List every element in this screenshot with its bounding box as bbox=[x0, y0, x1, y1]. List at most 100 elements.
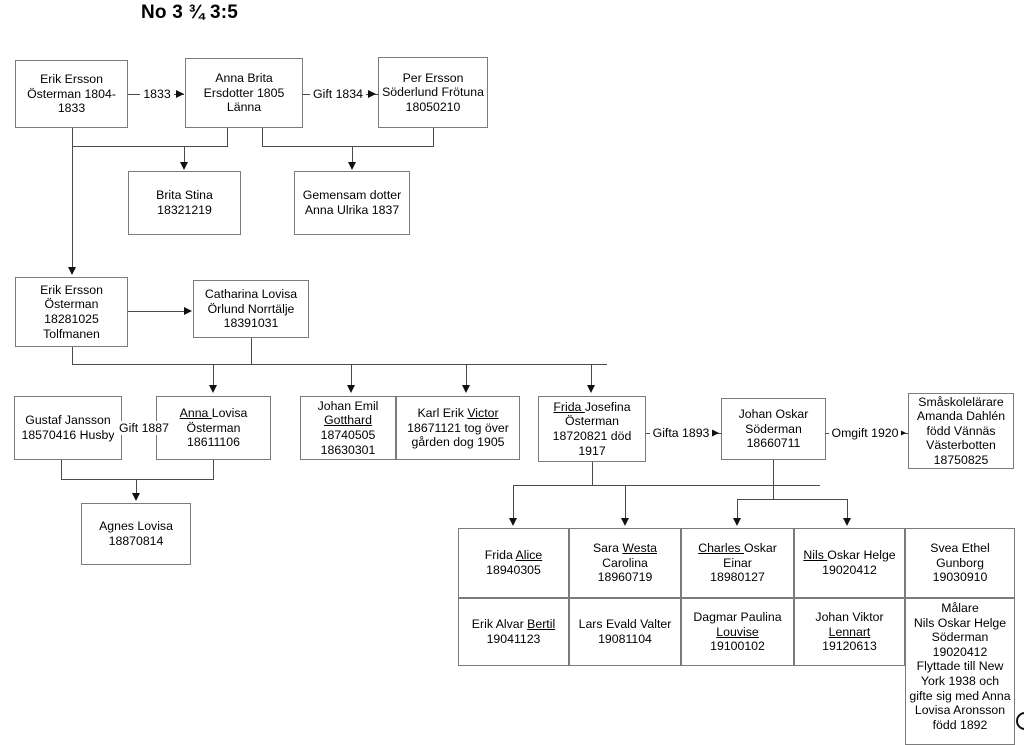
arrow-icon bbox=[368, 89, 376, 98]
chart-title: No 3 ¾ 3:5 bbox=[141, 2, 239, 23]
edge-label-gift-1887: Gift 1887 bbox=[114, 421, 174, 435]
connector-line bbox=[61, 479, 214, 480]
arrow-icon bbox=[208, 385, 217, 393]
connector-line bbox=[262, 146, 434, 147]
edge-circle-icon bbox=[1016, 712, 1024, 730]
edge-label-omgift-1920: Omgift 1920 bbox=[829, 426, 901, 440]
connector-line bbox=[213, 460, 214, 480]
connector-line bbox=[737, 499, 847, 500]
connector-line bbox=[72, 347, 73, 364]
arrow-icon bbox=[176, 89, 184, 98]
connector-line bbox=[625, 485, 626, 519]
connector-line bbox=[184, 146, 185, 163]
arrow-icon bbox=[586, 385, 595, 393]
connector-line bbox=[737, 499, 738, 519]
connector-line bbox=[592, 462, 593, 486]
arrow-icon bbox=[711, 428, 719, 437]
connector-line bbox=[136, 479, 137, 494]
connector-line bbox=[466, 364, 467, 386]
connector-line bbox=[847, 499, 848, 519]
connector-line bbox=[227, 128, 228, 147]
connector-line bbox=[513, 485, 514, 519]
arrow-icon bbox=[732, 518, 741, 526]
connector-line bbox=[213, 364, 214, 386]
connector-line bbox=[773, 460, 774, 500]
connector-line bbox=[72, 364, 607, 365]
arrow-icon bbox=[179, 162, 188, 170]
arrow-icon bbox=[898, 428, 906, 437]
connector-line bbox=[352, 146, 353, 163]
connector-line bbox=[351, 364, 352, 386]
arrow-icon bbox=[131, 493, 140, 501]
connector-line bbox=[433, 128, 434, 147]
arrow-icon bbox=[620, 518, 629, 526]
arrow-icon bbox=[184, 306, 192, 315]
arrow-icon bbox=[461, 385, 470, 393]
edge-label-gift-1834: Gift 1834 bbox=[310, 87, 366, 101]
connector-line bbox=[128, 311, 185, 312]
connector-line bbox=[591, 364, 592, 386]
connector-line bbox=[61, 460, 62, 480]
connector-line bbox=[72, 146, 228, 147]
edge-label-gifta-1893: Gifta 1893 bbox=[650, 426, 712, 440]
arrow-icon bbox=[346, 385, 355, 393]
connector-line bbox=[513, 485, 820, 486]
arrow-icon bbox=[508, 518, 517, 526]
connector-line bbox=[251, 338, 252, 364]
arrow-icon bbox=[347, 162, 356, 170]
arrow-icon bbox=[842, 518, 851, 526]
edge-label-1833: 1833 bbox=[140, 87, 174, 101]
